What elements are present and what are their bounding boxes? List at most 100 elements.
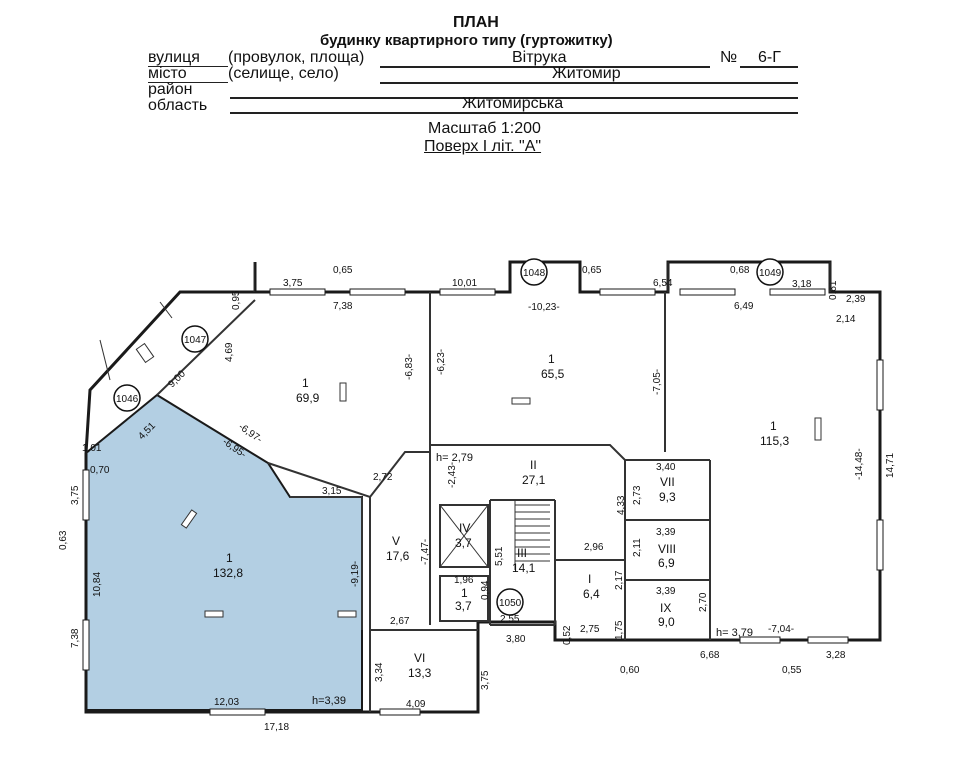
dimension: 0,52 [562, 625, 573, 645]
dimension: 1,96 [454, 575, 474, 586]
dimension: 14,71 [885, 453, 896, 478]
room-area: 6,9 [658, 556, 675, 570]
room-area: 3,7 [455, 536, 472, 550]
dimension: 3,75 [283, 278, 303, 289]
room-label: 1 [770, 419, 777, 433]
dimension: 1,75 [614, 620, 625, 640]
room-area: 9,0 [658, 615, 675, 629]
survey-markers [113, 258, 784, 616]
room-label: III [517, 546, 527, 560]
city-label-underline [148, 82, 228, 83]
room-label: V [392, 534, 400, 548]
dimension: 0,65 [333, 265, 353, 276]
room-label: 1 [226, 551, 233, 565]
district-underline [230, 97, 798, 99]
dimension: 10,01 [452, 278, 477, 289]
room-area: 6,4 [583, 587, 600, 601]
street-label-underline [148, 66, 228, 67]
room-label: I [588, 572, 591, 586]
dimension: 3,80 [506, 634, 526, 645]
dimension: 0,61 [828, 280, 839, 300]
region-label: область [148, 97, 208, 114]
room-area: 27,1 [522, 473, 546, 487]
height-label: h=3,39 [312, 695, 346, 707]
dimension: 6,54 [653, 278, 673, 289]
dimension: 2,17 [614, 570, 625, 590]
city-hint: (селище, село) [228, 65, 339, 82]
dimension: 0,55 [782, 665, 802, 676]
number-value: 6-Г [758, 49, 781, 66]
marker-1050: 1050 [499, 598, 522, 609]
dimension: 2,55 [500, 614, 520, 625]
dimension: 3,75 [480, 670, 491, 690]
region-underline [230, 112, 798, 114]
dimension: 2,39 [846, 294, 866, 305]
dimension: 2,67 [390, 616, 410, 627]
street-label: вулиця [148, 49, 200, 66]
number-label: № [720, 49, 738, 66]
dimension: -7,47- [420, 539, 431, 565]
dimension: 10,84 [92, 572, 103, 597]
floor-label: Поверх І літ. "А" [424, 138, 542, 155]
dimension: 2,75 [580, 624, 600, 635]
marker-1047: 1047 [184, 335, 207, 346]
room-label: 1 [548, 352, 555, 366]
dimension: 3,15 [322, 486, 342, 497]
scale-label: Масштаб 1:200 [428, 120, 541, 137]
dimension: 2,70 [698, 592, 709, 612]
dimension: 3,40 [656, 462, 676, 473]
dimension: 2,72 [373, 472, 393, 483]
room-area: 65,5 [541, 367, 565, 381]
dimension: 0,60 [620, 665, 640, 676]
dimension: 6,68 [700, 650, 720, 661]
room-area: 13,3 [408, 666, 432, 680]
marker-1046: 1046 [116, 394, 139, 405]
dimension: -6,83- [404, 354, 415, 380]
room-label: VII [660, 475, 675, 489]
dimension: -10,23- [528, 302, 560, 313]
dimension: 1,01 [82, 443, 102, 454]
dimension: 9,00 [166, 368, 188, 390]
room-area: 14,1 [512, 561, 536, 575]
dimension: 12,03 [214, 697, 239, 708]
plan-title: ПЛАН [453, 14, 499, 31]
dimension: -6,97- [236, 421, 264, 445]
dimension: 6,49 [734, 301, 754, 312]
dimension: 2,73 [632, 485, 643, 505]
dimension: 2,14 [836, 314, 856, 325]
region-value: Житомирська [462, 95, 564, 112]
dimension: 3,39 [656, 586, 676, 597]
room-label: VI [414, 651, 425, 665]
dimension: 3,34 [374, 662, 385, 682]
dimension: 3,39 [656, 527, 676, 538]
dimension: 4,09 [406, 699, 426, 710]
street-value: Вітрука [512, 49, 567, 66]
dimension: 7,38 [333, 301, 353, 312]
dimension: 0,63 [58, 530, 69, 550]
windows [82, 288, 884, 716]
number-underline [740, 66, 798, 68]
plan-subtitle: будинку квартирного типу (гуртожитку) [320, 32, 613, 49]
dimension: -7,05- [652, 369, 663, 395]
room-label: IX [660, 601, 671, 615]
lift-shaft [439, 504, 489, 568]
column-marks [135, 342, 822, 618]
dimension: 2,96 [584, 542, 604, 553]
room-label: IV [459, 521, 470, 535]
room-label: VIII [658, 542, 676, 556]
staircase [514, 500, 550, 570]
dimensions: 3,75 0,65 7,38 0,95 4,69 9,00 4,51 1,01 … [58, 265, 896, 733]
dimension: -9,19- [350, 561, 361, 587]
dimension: 0,95 [231, 290, 242, 310]
marker-1048: 1048 [523, 268, 546, 279]
room-area: 17,6 [386, 549, 410, 563]
room-area: 3,7 [455, 599, 472, 613]
leader-lines [99, 262, 831, 381]
dimension: 7,38 [70, 628, 81, 648]
dimension: 0,65 [582, 265, 602, 276]
height-label: h= 3,79 [716, 627, 753, 639]
room-label: 1 [461, 586, 468, 600]
dimension: -2,43- [447, 462, 458, 488]
room-area: 115,3 [760, 434, 789, 448]
